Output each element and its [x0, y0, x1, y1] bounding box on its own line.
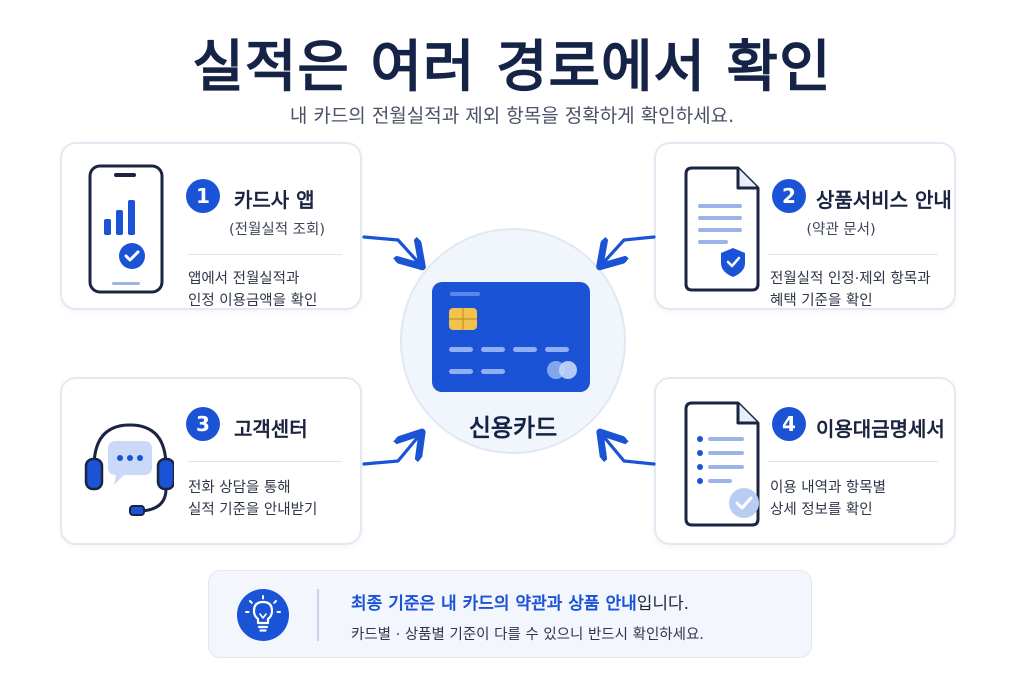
notice-highlight: 최종 기준은 내 카드의 약관과 상품 안내 [351, 594, 637, 614]
statement-check-icon [684, 401, 760, 527]
smartphone-icon [88, 164, 164, 294]
arrow-from-card-2 [604, 235, 656, 262]
card-subtitle: (약관 문서) [806, 222, 876, 238]
card-description: 전화 상담을 통해 실적 기준을 안내받기 [188, 477, 317, 521]
notice-box: 최종 기준은 내 카드의 약관과 상품 안내입니다. 카드별 · 상품별 기준이… [208, 570, 812, 658]
notice-main-text: 최종 기준은 내 카드의 약관과 상품 안내입니다. [351, 589, 689, 614]
card-subtitle: (전월실적 조회) [229, 222, 325, 238]
card-divider [188, 254, 342, 255]
page-subtitle: 내 카드의 전월실적과 제외 항목을 정확하게 확인하세요. [289, 105, 735, 127]
headset-chat-icon [84, 423, 174, 516]
card-description-line: 전월실적 인정·제외 항목과 [770, 271, 931, 287]
card-title: 고객센터 [234, 417, 308, 441]
notice-sub-text: 카드별 · 상품별 기준이 다를 수 있으니 반드시 확인하세요. [351, 627, 704, 643]
card-description: 앱에서 전월실적과 인정 이용금액을 확인 [188, 268, 317, 312]
page-title: 실적은 여러 경로에서 확인 [192, 35, 832, 100]
card-billing-statement: 4 이용대금명세서 이용 내역과 항목별 상세 정보를 확인 [654, 377, 956, 545]
card-description-line: 인정 이용금액을 확인 [188, 293, 318, 309]
card-description-line: 앱에서 전월실적과 [188, 271, 300, 287]
card-title: 이용대금명세서 [816, 417, 945, 441]
card-divider [188, 461, 342, 462]
card-divider [768, 461, 938, 462]
document-shield-icon [684, 166, 760, 292]
lightbulb-icon [237, 589, 289, 641]
step-number-badge: 4 [772, 407, 806, 441]
card-customer-center: 3 고객센터 전화 상담을 통해 실적 기준을 안내받기 [60, 377, 362, 545]
card-description-line: 전화 상담을 통해 [188, 480, 291, 496]
card-description-line: 실적 기준을 안내받기 [188, 502, 318, 518]
card-description-line: 상세 정보를 확인 [770, 502, 873, 518]
center-label: 신용카드 [468, 414, 558, 442]
notice-main-rest: 입니다. [636, 594, 690, 614]
card-card-app: 1 카드사 앱 (전월실적 조회) 앱에서 전월실적과 인정 이용금액을 확인 [60, 142, 362, 310]
card-divider [768, 254, 938, 255]
card-title: 카드사 앱 [234, 188, 315, 212]
step-number-badge: 2 [772, 179, 806, 213]
arrow-from-card-1 [362, 235, 418, 262]
step-number-badge: 1 [186, 179, 220, 213]
card-description-line: 혜택 기준을 확인 [770, 293, 873, 309]
card-description: 전월실적 인정·제외 항목과 혜택 기준을 확인 [770, 268, 931, 312]
card-product-guide: 2 상품서비스 안내 (약관 문서) 전월실적 인정·제외 항목과 혜택 기준을… [654, 142, 956, 310]
card-title: 상품서비스 안내 [816, 188, 952, 212]
card-description: 이용 내역과 항목별 상세 정보를 확인 [770, 477, 886, 521]
card-description-line: 이용 내역과 항목별 [770, 480, 886, 496]
step-number-badge: 3 [186, 407, 220, 441]
notice-divider [317, 589, 319, 641]
